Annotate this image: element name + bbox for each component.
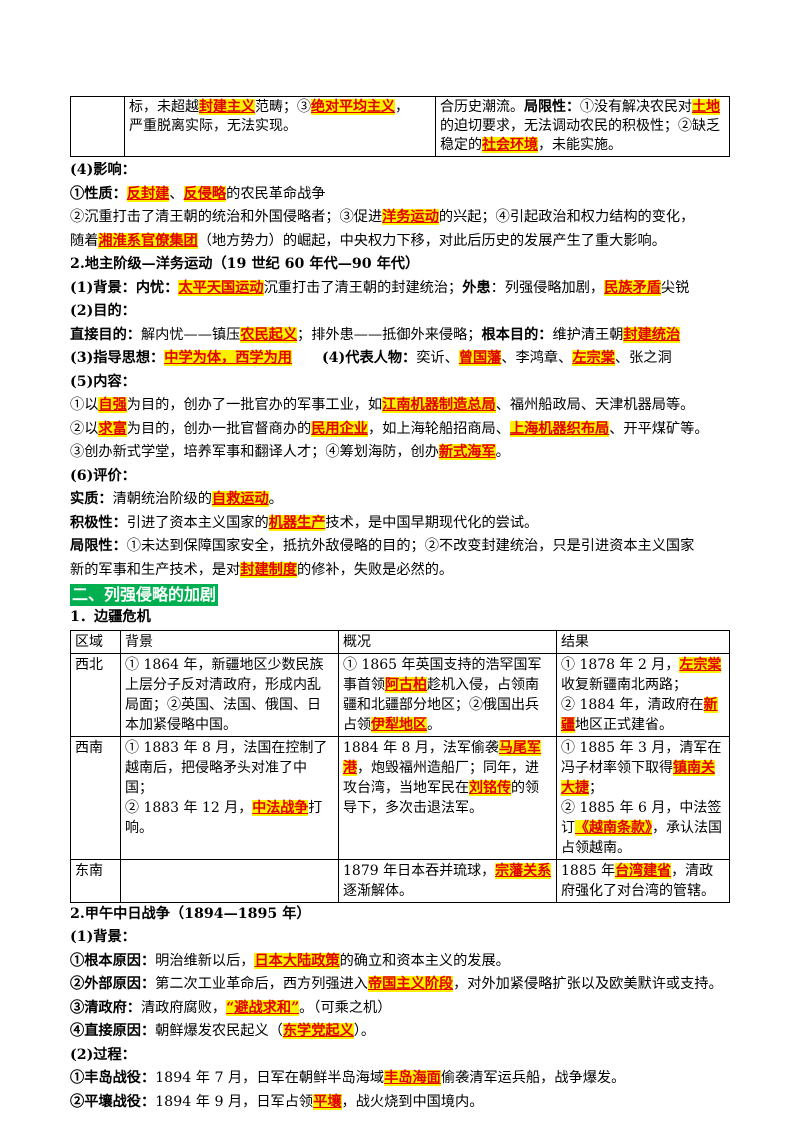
ww-content-2: ②以求富为目的，创办一批官督商办的民用企业，如上海轮船招商局、上海机器织布局、开… — [70, 420, 709, 437]
war-cause-qing: ③清政府：清政府腐败，“避战求和”。（可乘之机） — [70, 999, 392, 1016]
influence-line3: 随着湘淮系官僚集团（地方势力）的崛起，中央权力下移，对此后历史的发展产生了重大影… — [70, 232, 666, 249]
result-cell: 1885 年台湾建省，清政府强化了对台湾的管辖。 — [556, 858, 730, 903]
table-header: 概况 — [338, 629, 557, 654]
continuation-table: 标，未超越封建主义范畴；③绝对平均主义，严重脱离实际，无法实现。 合历史潮流。局… — [70, 96, 730, 157]
ww-content-1: ①以自强为目的，创办了一批官办的军事工业，如江南机器制造总局、福州船政局、天津机… — [70, 397, 695, 413]
result-cell: ① 1878 年 2 月，左宗棠收复新疆南北两路；② 1884 年，清政府在新疆… — [556, 652, 730, 737]
ww-eval-limit-2: 新的军事和生产技术，是对封建制度的修补，失败是必然的。 — [70, 561, 454, 578]
background-cell: ① 1864 年，新疆地区少数民族上层分子反对清政府，形成内乱局面；②英国、法国… — [120, 652, 339, 737]
region-cell: 西北 — [70, 652, 121, 737]
ww-content-3: ③创办新式学堂，培养军事和翻译人才；④筹划海防，创办新式海军。 — [70, 444, 510, 460]
table-cell-empty — [70, 96, 125, 157]
influence-nature: ①性质：反封建、反侵略的农民革命战争 — [70, 185, 326, 202]
table-cell-right: 合历史潮流。局限性：①没有解决农民对土地的迫切要求，无法调动农民的积极性；②缺乏… — [435, 96, 730, 157]
heading-aim: (2)目的： — [70, 303, 136, 319]
background-cell — [120, 858, 339, 903]
region-cell: 东南 — [70, 858, 121, 903]
table-header: 区域 — [70, 629, 121, 654]
frontier-crisis-table: 区域 背景 概况 结果 西北 ① 1864 年，新疆地区少数民族上层分子反对清政… — [70, 629, 730, 903]
heading-sino-japanese-war: 2.甲午中日战争（1894—1895 年） — [70, 905, 311, 922]
heading-war-background: (1)背景： — [70, 929, 136, 945]
table-row-southwest: 西南 ① 1883 年 8 月，法国在控制了越南后，把侵略矛头对准了中国；② 1… — [70, 735, 730, 860]
part-two-heading: 二、列强侵略的加剧 — [70, 584, 219, 606]
war-battle-fengdao: ①丰岛战役：1894 年 7 月，日军在朝鲜半岛海域丰岛海面偷袭清军运兵船，战争… — [70, 1070, 626, 1086]
table-row-northwest: 西北 ① 1864 年，新疆地区少数民族上层分子反对清政府，形成内乱局面；②英国… — [70, 652, 730, 737]
ww-background: (1)背景：内忧：太平天国运动沉重打击了清王朝的封建统治；外患：列强侵略加剧，民… — [70, 279, 690, 296]
heading-influence: (4)影响： — [70, 162, 136, 178]
war-cause-root: ①根本原因：明治维新以后，日本大陆政策的确立和资本主义的发展。 — [70, 952, 510, 969]
heading-westernization: 2.地主阶级—洋务运动（19 世纪 60 年代—90 年代） — [70, 256, 420, 272]
war-cause-direct: ④直接原因：朝鲜爆发农民起义（东学党起义）。 — [70, 1023, 376, 1039]
page: 标，未超越封建主义范畴；③绝对平均主义，严重脱离实际，无法实现。 合历史潮流。局… — [70, 0, 730, 1114]
overview-cell: 1884 年 8 月，法军偷袭马尾军港，炮毁福州造船厂；同年，进攻台湾，当地军民… — [338, 735, 557, 860]
war-battle-pyongyang: ②平壤战役：1894 年 9 月，日军占领平壤，战火烧到中国境内。 — [70, 1093, 484, 1110]
table-header: 背景 — [120, 629, 339, 654]
heading-content: (5)内容： — [70, 373, 136, 390]
background-cell: ① 1883 年 8 月，法国在控制了越南后，把侵略矛头对准了中国；② 1883… — [120, 735, 339, 860]
heading-war-process: (2)过程： — [70, 1046, 136, 1063]
region-cell: 西南 — [70, 735, 121, 860]
table-cell-mid: 标，未超越封建主义范畴；③绝对平均主义，严重脱离实际，无法实现。 — [124, 96, 436, 157]
ww-idea-people: (3)指导思想：中学为体，西学为用(4)代表人物：奕䜣、曾国藩、李鸿章、左宗棠、… — [70, 350, 672, 366]
ww-eval-essence: 实质：清朝统治阶级的自救运动。 — [70, 491, 283, 507]
table-header-row: 区域 背景 概况 结果 — [70, 629, 730, 654]
overview-cell: 1879 年日本吞并琉球，宗藩关系逐渐解体。 — [338, 858, 557, 903]
ww-eval-positive: 积极性：引进了资本主义国家的机器生产技术，是中国早期现代化的尝试。 — [70, 514, 539, 531]
ww-aim: 直接目的：解内忧——镇压农民起义；排外患——抵御外来侵略；根本目的：维护清王朝封… — [70, 326, 681, 343]
heading-frontier-crisis: 1．边疆危机 — [70, 609, 151, 625]
heading-evaluation: (6)评价： — [70, 467, 136, 484]
table-header: 结果 — [556, 629, 730, 654]
ww-eval-limit: 局限性：①未达到保障国家安全，抵抗外敌侵略的目的；②不改变封建统治，只是引进资本… — [70, 538, 695, 554]
result-cell: ① 1885 年 3 月，清军在冯子材率领下取得镇南关大捷；② 1885 年 6… — [556, 735, 730, 860]
table-row-southeast: 东南 1879 年日本吞并琉球，宗藩关系逐渐解体。 1885 年台湾建省，清政府… — [70, 858, 730, 903]
influence-line2: ②沉重打击了清王朝的统治和外国侵略者；③促进洋务运动的兴起；④引起政治和权力结构… — [70, 209, 695, 225]
war-cause-external: ②外部原因：第二次工业革命后，西方列强进入帝国主义阶段，对外加紧侵略扩张以及欧美… — [70, 976, 723, 992]
overview-cell: ① 1865 年英国支持的浩罕国军事首领阿古柏趁机入侵，占领南疆和北疆部分地区；… — [338, 652, 557, 737]
